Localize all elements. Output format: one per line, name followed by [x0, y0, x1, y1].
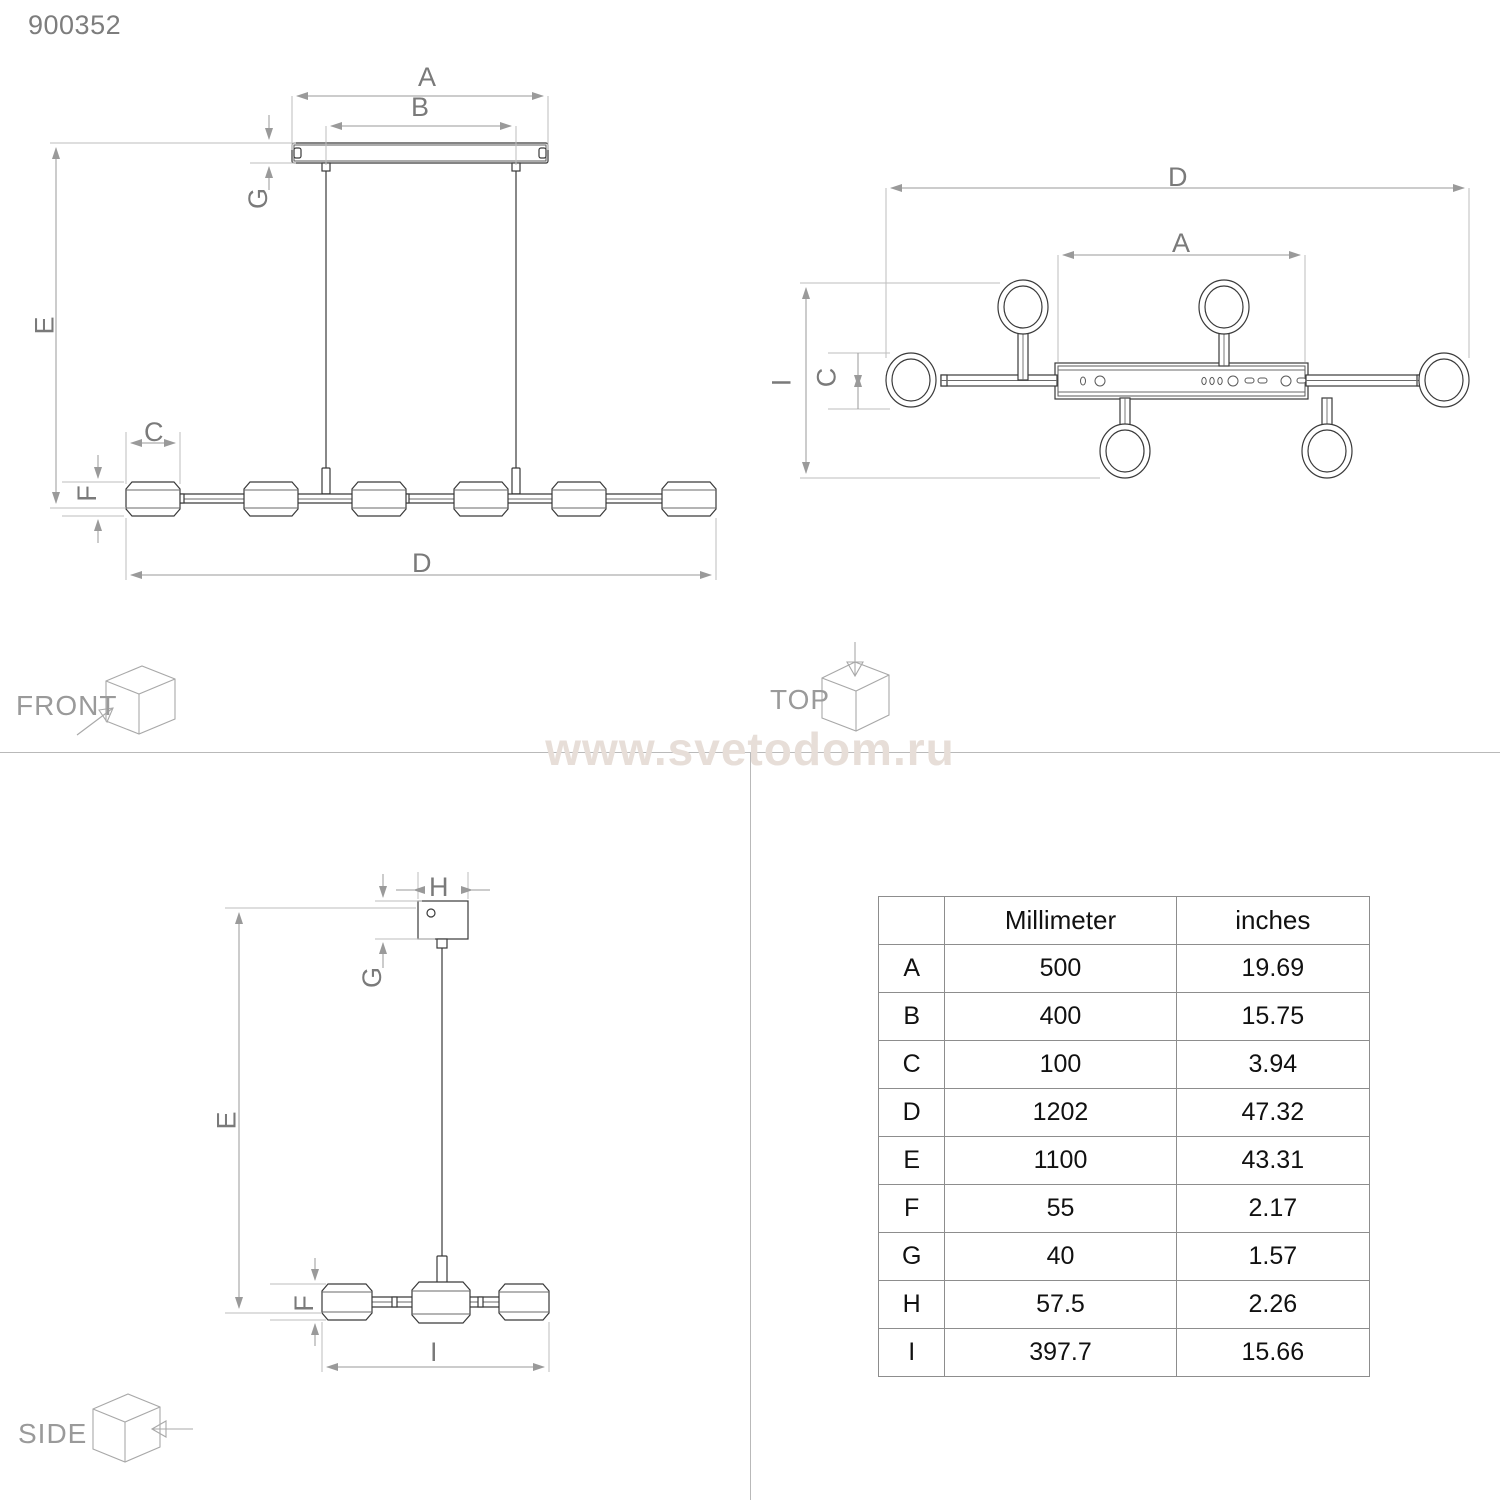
table-cell-inches: 43.31 [1175, 1136, 1371, 1185]
front-dim-label-D: D [412, 548, 432, 578]
table-cell-millimeter: 397.7 [944, 1328, 1177, 1377]
side-lamp-heads [321, 1281, 550, 1324]
dimension-table: Millimeter inches A 500 19.69 B 400 15.7… [877, 896, 1371, 1377]
table-row: H 57.5 2.26 [877, 1280, 1371, 1329]
cube-side-icon [92, 1393, 193, 1463]
table-cell-millimeter: 100 [944, 1040, 1177, 1089]
view-caption-side: SIDE [18, 1418, 88, 1449]
table-cell-key: C [877, 1040, 946, 1089]
front-dim-label-B: B [411, 92, 430, 122]
top-view-geometry [800, 184, 1470, 479]
front-view-geometry [50, 92, 717, 580]
table-cell-inches: 1.57 [1175, 1232, 1371, 1281]
top-dim-label-C: C [811, 367, 842, 388]
table-row: C 100 3.94 [877, 1040, 1371, 1089]
table-row: A 500 19.69 [877, 944, 1371, 993]
table-cell-key: I [877, 1328, 946, 1377]
side-dim-label-I: I [430, 1337, 438, 1367]
top-dim-label-I: I [766, 378, 797, 387]
table-cell-inches: 2.17 [1175, 1184, 1371, 1233]
table-header-row: Millimeter inches [877, 896, 1371, 945]
front-lamp-heads [125, 481, 717, 517]
table-row: E 1100 43.31 [877, 1136, 1371, 1185]
table-cell-key: D [877, 1088, 946, 1137]
side-view-geometry [225, 872, 550, 1372]
table-header-inches: inches [1175, 896, 1371, 945]
table-cell-inches: 15.75 [1175, 992, 1371, 1041]
table-cell-millimeter: 1100 [944, 1136, 1177, 1185]
table-cell-millimeter: 1202 [944, 1088, 1177, 1137]
cube-front-icon [76, 665, 176, 736]
table-row: B 400 15.75 [877, 992, 1371, 1041]
table-cell-inches: 3.94 [1175, 1040, 1371, 1089]
table-row: G 40 1.57 [877, 1232, 1371, 1281]
table-cell-key: H [877, 1280, 946, 1329]
front-dim-label-E: E [29, 316, 60, 335]
top-dim-label-A: A [1172, 228, 1191, 258]
table-cell-inches: 2.26 [1175, 1280, 1371, 1329]
product-code: 900352 [28, 10, 122, 40]
table-cell-inches: 47.32 [1175, 1088, 1371, 1137]
table-cell-key: F [877, 1184, 946, 1233]
sheet-divider-vertical [750, 752, 751, 1500]
top-dim-label-D: D [1168, 162, 1188, 192]
view-caption-top: TOP [770, 684, 831, 715]
side-dim-label-H: H [429, 872, 449, 902]
table-cell-millimeter: 57.5 [944, 1280, 1177, 1329]
view-caption-front: FRONT [16, 690, 118, 721]
table-header-millimeter: Millimeter [944, 896, 1177, 945]
table-cell-millimeter: 400 [944, 992, 1177, 1041]
table-cell-inches: 15.66 [1175, 1328, 1371, 1377]
table-row: D 1202 47.32 [877, 1088, 1371, 1137]
table-cell-key: G [877, 1232, 946, 1281]
side-dim-label-F: F [288, 1295, 319, 1312]
table-cell-millimeter: 40 [944, 1232, 1177, 1281]
front-dim-label-F: F [71, 485, 102, 502]
side-dim-label-E: E [211, 1111, 242, 1130]
table-body: A 500 19.69 B 400 15.75 C 100 3.94 D 120… [877, 944, 1371, 1377]
table-row: I 397.7 15.66 [877, 1328, 1371, 1377]
table-cell-key: B [877, 992, 946, 1041]
table-row: F 55 2.17 [877, 1184, 1371, 1233]
front-dim-label-A: A [418, 62, 437, 92]
table-cell-inches: 19.69 [1175, 944, 1371, 993]
front-dim-label-G: G [243, 187, 274, 210]
side-dim-label-G: G [357, 966, 388, 989]
cube-top-icon [821, 642, 890, 732]
table-cell-key: E [877, 1136, 946, 1185]
top-lamp-rings [885, 279, 1470, 479]
table-cell-millimeter: 55 [944, 1184, 1177, 1233]
table-cell-key: A [877, 944, 946, 993]
table-cell-millimeter: 500 [944, 944, 1177, 993]
front-dim-label-C: C [144, 417, 164, 447]
table-header-key [877, 896, 946, 945]
